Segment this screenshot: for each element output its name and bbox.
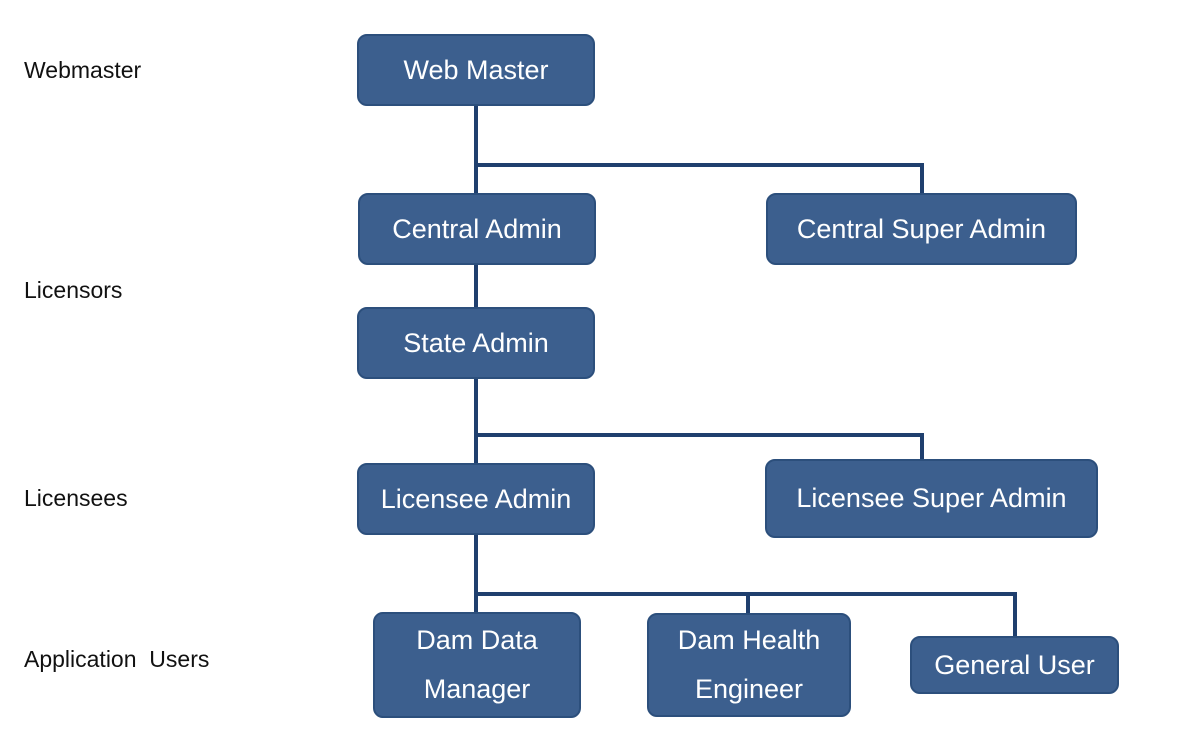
connector-state-to-licensee — [474, 376, 924, 465]
node-dam-data-manager: Dam Data Manager — [373, 612, 581, 718]
connector-licensee-to-users — [474, 532, 1017, 638]
node-licensee-super-admin: Licensee Super Admin — [765, 459, 1098, 538]
node-central-super-admin: Central Super Admin — [766, 193, 1077, 265]
node-state-admin: State Admin — [357, 307, 595, 379]
tier-label-licensees: Licensees — [24, 485, 128, 511]
node-dam-health-engineer: Dam Health Engineer — [647, 613, 851, 717]
node-general-user: General User — [910, 636, 1119, 694]
node-central-admin: Central Admin — [358, 193, 596, 265]
tier-label-application-users: Application Users — [24, 646, 210, 672]
tier-label-licensors: Licensors — [24, 277, 123, 303]
node-licensee-admin: Licensee Admin — [357, 463, 595, 535]
connector-webmaster-to-central — [474, 103, 924, 195]
tier-label-webmaster: Webmaster — [24, 57, 142, 83]
node-web-master: Web Master — [357, 34, 595, 106]
